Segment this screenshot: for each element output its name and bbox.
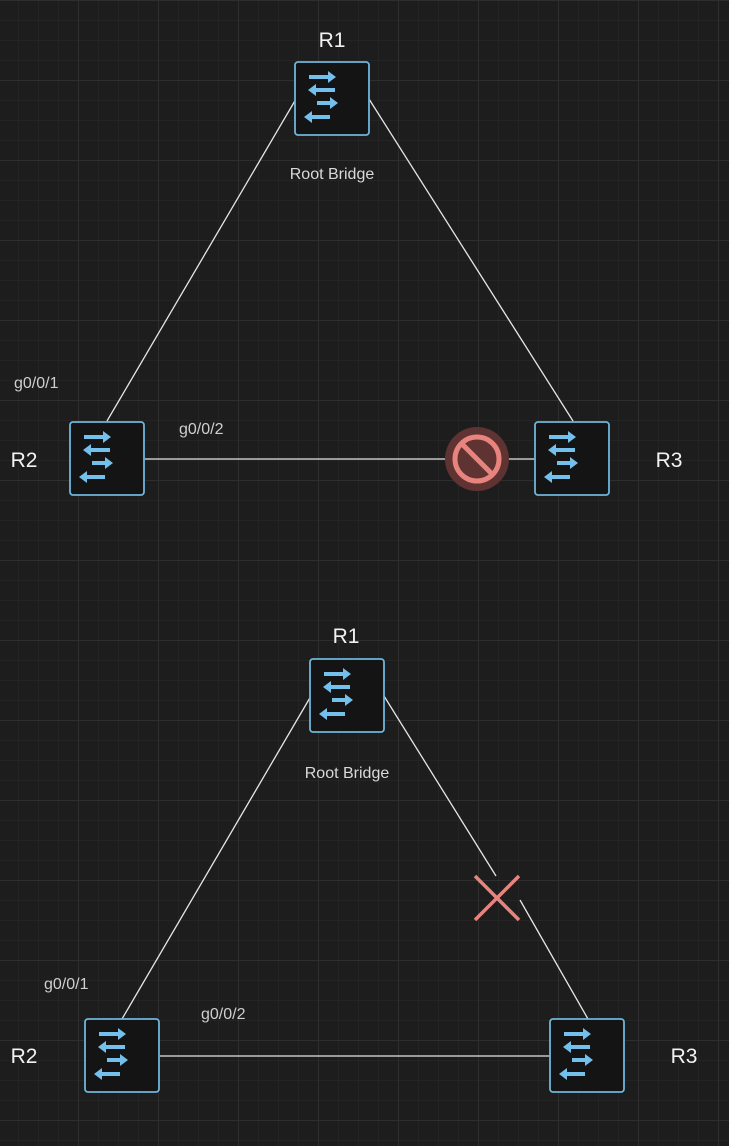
switch-r2[interactable] xyxy=(69,421,145,496)
r1-label: R1 xyxy=(333,625,360,648)
port-label-g0-0-2: g0/0/2 xyxy=(201,1006,246,1023)
switch-r1[interactable] xyxy=(294,61,370,136)
link-r1-r3-segment-lower xyxy=(519,899,589,1020)
root-bridge-caption: Root Bridge xyxy=(305,765,390,782)
port-label-g0-0-1: g0/0/1 xyxy=(44,976,89,993)
root-bridge-caption: Root Bridge xyxy=(290,166,375,183)
link-r1-r3-segment-upper xyxy=(383,695,497,877)
r2-label: R2 xyxy=(11,1045,38,1068)
port-label-g0-0-2: g0/0/2 xyxy=(179,421,224,438)
r2-label: R2 xyxy=(11,449,38,472)
bottom-diagram: R1 Root Bridge R2 R3 g0/0/1 g0/0/2 xyxy=(11,625,698,1093)
switch-r3[interactable] xyxy=(534,421,610,496)
switch-r3[interactable] xyxy=(549,1018,625,1093)
switch-r2[interactable] xyxy=(84,1018,160,1093)
r3-label: R3 xyxy=(656,449,683,472)
r3-label: R3 xyxy=(671,1045,698,1068)
port-label-g0-0-1: g0/0/1 xyxy=(14,375,59,392)
link-r1-r2 xyxy=(106,98,297,422)
r1-label: R1 xyxy=(319,29,346,52)
top-diagram: R1 Root Bridge R2 R3 g0/0/1 g0/0/2 xyxy=(11,29,683,496)
link-r1-r2 xyxy=(121,695,312,1020)
x-mark-icon xyxy=(473,874,521,922)
link-r1-r3 xyxy=(368,98,574,422)
no-entry-icon xyxy=(445,427,509,491)
switch-r1[interactable] xyxy=(309,658,385,733)
